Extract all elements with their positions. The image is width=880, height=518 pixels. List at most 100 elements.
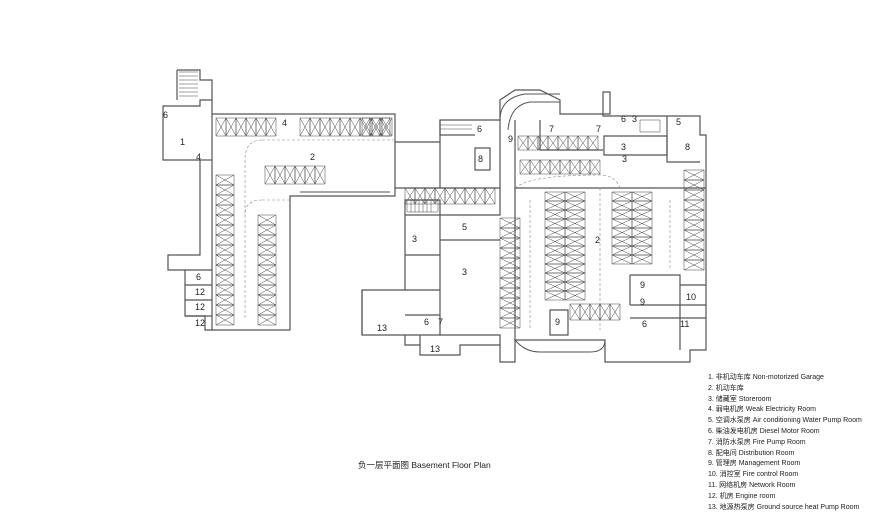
parking-stall xyxy=(631,200,653,211)
parking-stall xyxy=(527,135,539,151)
parking-stall xyxy=(499,317,521,329)
parking-stall xyxy=(264,165,276,185)
room-label: 2 xyxy=(310,152,315,162)
parking-stall xyxy=(564,263,586,274)
parking-stall xyxy=(257,284,277,296)
parking-stall xyxy=(257,294,277,306)
parking-stall xyxy=(215,264,235,276)
room-label: 7 xyxy=(549,124,554,134)
parking-stall xyxy=(683,199,705,211)
parking-stall xyxy=(257,254,277,266)
room-label: 6 xyxy=(196,272,201,282)
parking-stall xyxy=(631,245,653,256)
room-label: 12 xyxy=(195,318,205,328)
parking-stall xyxy=(544,290,566,301)
parking-stall xyxy=(683,209,705,221)
parking-stall xyxy=(474,187,486,205)
parking-stall xyxy=(225,117,237,137)
parking-stall xyxy=(611,227,633,238)
parking-stall xyxy=(215,304,235,316)
parking-stall xyxy=(255,117,267,137)
parking-stall xyxy=(257,304,277,316)
parking-stall xyxy=(215,184,235,196)
parking-stall xyxy=(499,277,521,289)
parking-stall xyxy=(564,191,586,202)
room-label: 9 xyxy=(555,317,560,327)
room-label: 3 xyxy=(462,267,467,277)
parking-stall xyxy=(215,254,235,266)
parking-stalls xyxy=(215,117,705,329)
parking-stall xyxy=(579,159,591,175)
parking-stall xyxy=(215,274,235,286)
parking-stall xyxy=(611,191,633,202)
parking-stall xyxy=(611,236,633,247)
parking-stall xyxy=(544,245,566,256)
room-label: 3 xyxy=(621,142,626,152)
parking-stall xyxy=(215,284,235,296)
parking-stall xyxy=(215,244,235,256)
parking-stall xyxy=(683,249,705,261)
parking-stall xyxy=(631,254,653,265)
parking-stall xyxy=(245,117,257,137)
parking-stall xyxy=(611,245,633,256)
parking-stall xyxy=(499,247,521,259)
parking-stall xyxy=(683,259,705,271)
legend-item: 5. 空调水泵房 Air conditioning Water Pump Roo… xyxy=(708,417,862,425)
parking-stall xyxy=(215,314,235,326)
parking-stall xyxy=(424,187,436,205)
parking-stall xyxy=(683,189,705,201)
parking-stall xyxy=(215,194,235,206)
parking-stall xyxy=(257,224,277,236)
parking-stall xyxy=(319,117,331,137)
parking-stall xyxy=(564,245,586,256)
parking-stall xyxy=(464,187,476,205)
parking-stall xyxy=(611,218,633,229)
parking-stall xyxy=(517,135,529,151)
legend-item: 1. 非机动车库 Non-motorized Garage xyxy=(708,374,824,381)
parking-stall xyxy=(544,209,566,220)
room-labels: 6 1 4 4 2 6 8 9 7 7 3 6 3 5 8 3 5 3 3 2 … xyxy=(163,110,696,354)
parking-stall xyxy=(544,281,566,292)
room-label: 6 xyxy=(642,319,647,329)
parking-stall xyxy=(564,227,586,238)
parking-stall xyxy=(499,227,521,239)
room-label: 12 xyxy=(195,302,205,312)
parking-stall xyxy=(569,303,581,321)
parking-stall xyxy=(299,117,311,137)
parking-stall xyxy=(499,237,521,249)
parking-stall xyxy=(381,117,393,137)
legend-item: 12. 机房 Engine room xyxy=(708,492,776,500)
parking-stall xyxy=(361,117,373,137)
room-label: 7 xyxy=(438,317,443,327)
parking-stall xyxy=(215,214,235,226)
parking-stall xyxy=(257,244,277,256)
parking-stall xyxy=(499,307,521,319)
legend-item: 4. 弱电机房 Weak Electricity Room xyxy=(708,406,817,414)
parking-stall xyxy=(215,174,235,186)
parking-stall xyxy=(499,217,521,229)
parking-stall xyxy=(631,236,653,247)
room-label: 5 xyxy=(676,117,681,127)
parking-stall xyxy=(529,159,541,175)
parking-stall xyxy=(631,191,653,202)
legend-item: 2. 机动车库 xyxy=(708,384,744,392)
ramp-curve xyxy=(499,93,606,362)
parking-stall xyxy=(544,263,566,274)
parking-stall xyxy=(499,257,521,269)
parking-stall xyxy=(359,117,371,137)
parking-stall xyxy=(564,254,586,265)
parking-stall xyxy=(564,290,586,301)
parking-stall xyxy=(683,229,705,241)
legend-item: 7. 消防水泵房 Fire Pump Room xyxy=(708,438,806,446)
parking-stall xyxy=(257,314,277,326)
room-label: 12 xyxy=(195,287,205,297)
parking-stall xyxy=(611,254,633,265)
room-label: 10 xyxy=(686,292,696,302)
parking-stall xyxy=(544,218,566,229)
parking-stall xyxy=(599,303,611,321)
parking-stall xyxy=(544,227,566,238)
stair-detail xyxy=(179,71,661,213)
room-label: 2 xyxy=(595,235,600,245)
parking-stall xyxy=(564,218,586,229)
